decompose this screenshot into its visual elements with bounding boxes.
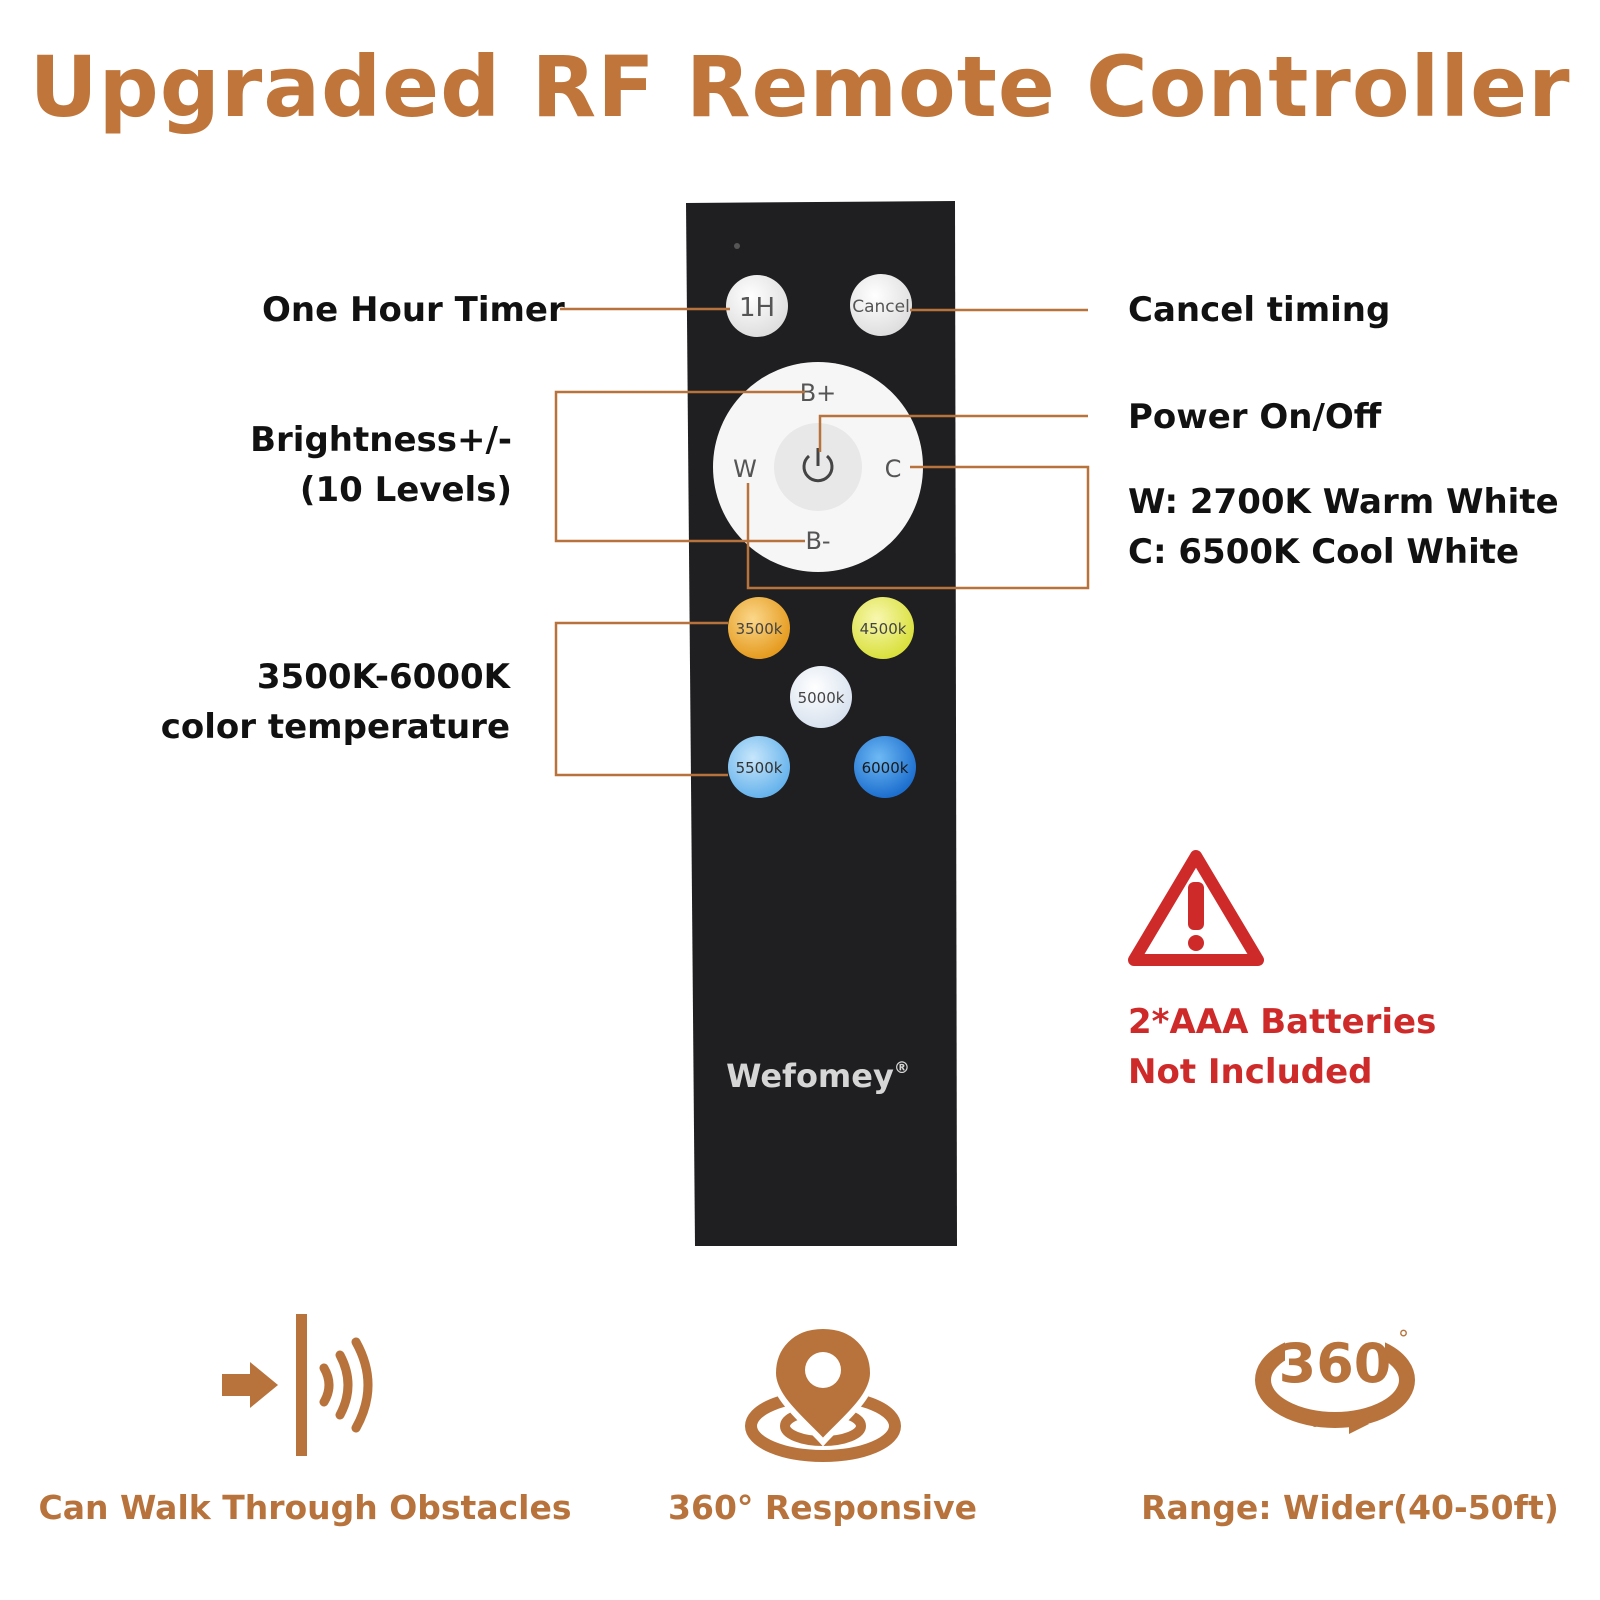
cancel-button-label: Cancel xyxy=(852,297,910,317)
warm-white-button[interactable]: W xyxy=(733,455,757,483)
timer-button-label: 1H xyxy=(739,293,775,323)
power-button[interactable] xyxy=(774,423,862,511)
temp-5000-button[interactable]: 5000k xyxy=(790,666,852,728)
battery-note-line2: Not Included xyxy=(1128,1052,1373,1092)
timer-callout: One Hour Timer xyxy=(262,290,565,330)
warm-white-callout: W: 2700K Warm White xyxy=(1128,482,1559,522)
led-indicator xyxy=(734,243,740,249)
feature-label-range: Range: Wider(40-50ft) xyxy=(1141,1488,1559,1527)
feature-label-obstacles: Can Walk Through Obstacles xyxy=(38,1488,572,1527)
battery-note-line1: 2*AAA Batteries xyxy=(1128,1002,1437,1042)
timer-button[interactable]: 1H xyxy=(726,275,788,337)
brightness-callout-line2: (10 Levels) xyxy=(299,470,512,510)
brightness-callout-line1: Brightness+/- xyxy=(250,420,512,460)
temp-callout-line1: 3500K-6000K xyxy=(256,657,510,697)
warning-icon xyxy=(1128,850,1264,966)
signal-through-wall-icon xyxy=(222,1314,373,1456)
rotation-360-icon-degree: ° xyxy=(1398,1327,1409,1352)
temp-4500-button[interactable]: 4500k xyxy=(852,597,914,659)
temp-callout-line2: color temperature xyxy=(160,707,510,747)
brightness-up-button[interactable]: B+ xyxy=(800,379,837,407)
location-pin-icon xyxy=(745,1322,901,1462)
rotation-360-icon-text: 360 xyxy=(1279,1332,1392,1395)
page-title: Upgraded RF Remote Controller xyxy=(29,38,1571,136)
power-callout: Power On/Off xyxy=(1128,397,1382,437)
cancel-button[interactable]: Cancel xyxy=(850,274,912,336)
cool-white-callout: C: 6500K Cool White xyxy=(1128,532,1520,572)
feature-label-responsive: 360° Responsive xyxy=(668,1488,977,1527)
temp-5500-button[interactable]: 5500k xyxy=(728,736,790,798)
temp-3500-label: 3500k xyxy=(736,620,783,638)
rotation-360-icon: 360 ° xyxy=(1255,1326,1415,1434)
cancel-callout: Cancel timing xyxy=(1128,290,1391,330)
cool-white-button[interactable]: C xyxy=(885,455,902,483)
temp-6000-label: 6000k xyxy=(862,759,909,777)
control-pad: B+ B- W C xyxy=(713,362,923,572)
brightness-down-button[interactable]: B- xyxy=(805,527,830,555)
temp-4500-label: 4500k xyxy=(860,620,907,638)
temp-3500-button[interactable]: 3500k xyxy=(728,597,790,659)
temp-5500-label: 5500k xyxy=(736,759,783,777)
brand-logo: Wefomey® xyxy=(726,1057,910,1095)
temp-6000-button[interactable]: 6000k xyxy=(854,736,916,798)
temp-5000-label: 5000k xyxy=(798,689,845,707)
